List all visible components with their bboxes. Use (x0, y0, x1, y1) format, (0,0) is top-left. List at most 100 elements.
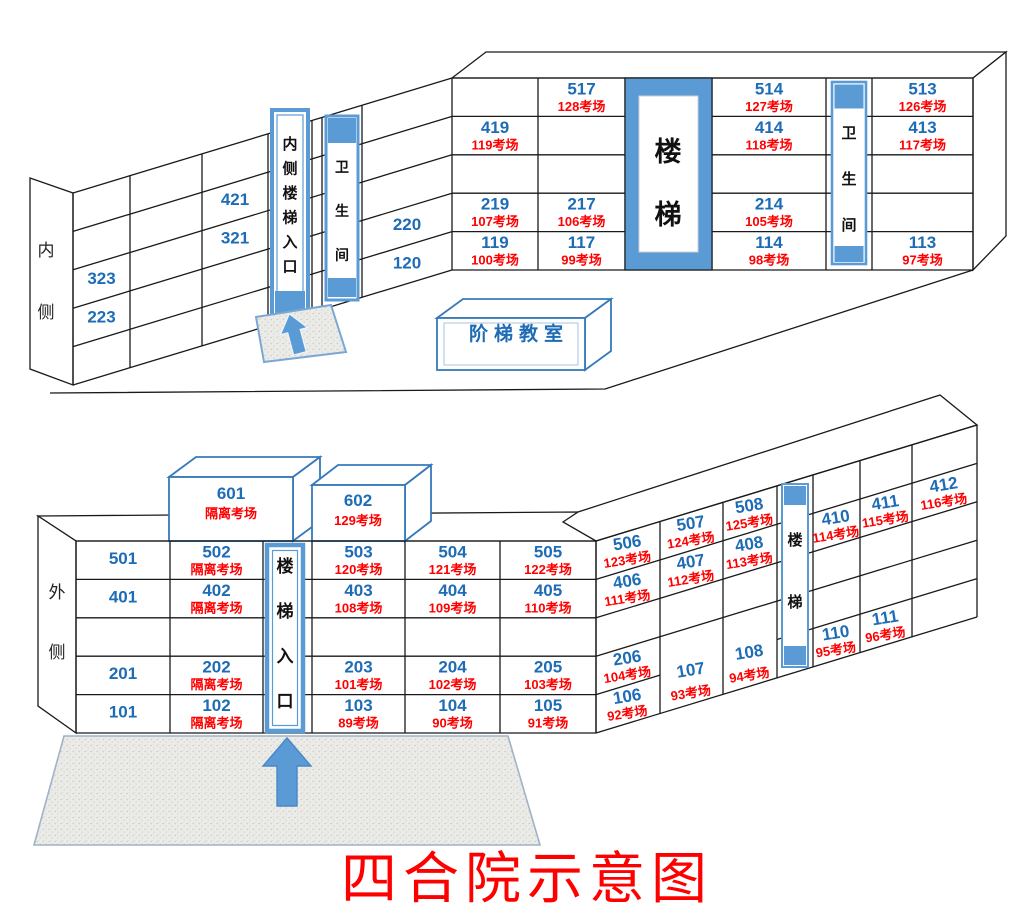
room-number: 108 (734, 641, 765, 664)
room-number: 321 (221, 229, 249, 248)
room-exam: 111考场 (603, 587, 651, 609)
grid-line (72, 77, 453, 194)
wc-sign-left (324, 114, 360, 302)
roof-box-602-exam: 129考场 (334, 513, 382, 528)
room-exam: 隔离考场 (190, 562, 242, 577)
room-number: 410 (820, 506, 851, 529)
inner-stair-sign-label: 楼 (282, 184, 297, 202)
wing-stairs-label: 楼 (787, 531, 802, 549)
room-number: 505 (534, 543, 562, 562)
room-exam: 98考场 (749, 253, 789, 268)
stair-entrance-label: 梯 (277, 601, 294, 621)
wc-right-label: 卫 (841, 125, 856, 142)
room-exam: 125考场 (725, 512, 774, 534)
wc-right-label: 生 (841, 170, 856, 188)
room-number: 111 (871, 606, 900, 629)
bottom-wing-roof (561, 394, 979, 542)
room-number: 107 (675, 658, 706, 681)
wc-left-label: 卫 (335, 159, 349, 175)
room-exam: 90考场 (432, 716, 472, 731)
room-exam: 115考场 (861, 509, 910, 531)
room-exam: 105考场 (745, 214, 793, 229)
top-building-left-face (29, 177, 74, 386)
grid-line (72, 192, 453, 309)
top-building-roof (450, 51, 1008, 79)
room-exam: 隔离考场 (190, 677, 242, 692)
lecture-hall-top (434, 298, 614, 319)
grid-line (72, 115, 453, 233)
room-exam: 91考场 (528, 716, 568, 731)
wc-sign-right-bottom-cap (834, 246, 864, 262)
room-number: 513 (908, 80, 936, 99)
room-number: 412 (928, 473, 959, 496)
room-number: 404 (438, 581, 467, 600)
room-exam: 隔离考场 (190, 716, 242, 731)
room-number: 220 (393, 215, 421, 234)
room-exam: 112考场 (666, 568, 715, 590)
room-exam: 128考场 (558, 99, 606, 114)
room-exam: 120考场 (335, 562, 383, 577)
room-number: 223 (87, 308, 115, 327)
wc-sign-left-top-cap (328, 118, 356, 143)
stairs-label: 梯 (655, 200, 682, 230)
room-number: 106 (612, 685, 643, 708)
room-number: 408 (734, 532, 765, 555)
room-number: 219 (481, 195, 509, 214)
room-number: 113 (909, 233, 936, 252)
top-entrance-arrow-icon (279, 312, 309, 356)
room-exam: 94考场 (728, 665, 770, 686)
roof-box-602 (309, 463, 434, 543)
room-number: 110 (821, 621, 851, 644)
wc-left-label: 生 (335, 203, 349, 219)
room-exam: 122考场 (524, 562, 572, 577)
wc-right-label: 间 (841, 216, 856, 234)
room-exam: 126考场 (899, 99, 947, 114)
room-number: 413 (908, 118, 936, 137)
room-exam: 89考场 (338, 716, 378, 731)
room-exam: 106考场 (558, 214, 606, 229)
roof-box-601-exam: 隔离考场 (205, 506, 257, 521)
room-number: 419 (481, 118, 509, 137)
room-exam: 100考场 (471, 253, 519, 268)
stair-entrance-label: 口 (277, 692, 294, 711)
room-number: 102 (202, 696, 230, 715)
wc-sign-left-bottom-cap (328, 278, 356, 297)
room-number: 407 (675, 550, 706, 573)
room-exam: 124考场 (666, 529, 715, 551)
room-number: 203 (344, 658, 372, 677)
room-exam: 104考场 (603, 664, 652, 686)
room-number: 120 (393, 253, 421, 272)
room-number: 105 (534, 696, 562, 715)
stair-entrance-label: 楼 (277, 556, 294, 576)
room-exam: 116考场 (919, 491, 968, 513)
room-number: 205 (534, 658, 562, 677)
room-number: 514 (755, 80, 784, 99)
room-exam: 113考场 (725, 550, 774, 572)
room-number: 117 (568, 233, 595, 252)
room-number: 501 (109, 549, 137, 568)
room-exam: 119考场 (472, 137, 519, 152)
room-number: 204 (438, 658, 467, 677)
top-side-label: 侧 (38, 303, 55, 322)
top-side-label: 内 (38, 241, 55, 260)
bottom-building-grid-lines (75, 424, 978, 734)
top-courtyard-ground-line (49, 269, 974, 394)
room-number: 504 (438, 543, 467, 562)
room-exam: 117考场 (899, 137, 946, 152)
room-labels: 419119考场219107考场119100考场517128考场217106考场… (87, 80, 968, 731)
wc-sign-right-top-cap (834, 84, 864, 109)
roof-box-602-number: 602 (344, 491, 372, 510)
wing-stairs-sign-bottom-cap (784, 646, 806, 665)
wing-stairs-label: 梯 (787, 593, 802, 611)
diagram-title: 四合院示意图 (341, 849, 713, 911)
room-number: 114 (755, 233, 783, 252)
lecture-hall-front (436, 317, 586, 371)
inner-stair-sign-label: 内 (282, 135, 297, 153)
inner-stair-sign-label: 入 (282, 234, 297, 251)
room-exam: 127考场 (745, 99, 793, 114)
wc-sign-right (830, 80, 868, 266)
room-number: 403 (344, 581, 372, 600)
room-exam: 隔离考场 (190, 600, 242, 615)
